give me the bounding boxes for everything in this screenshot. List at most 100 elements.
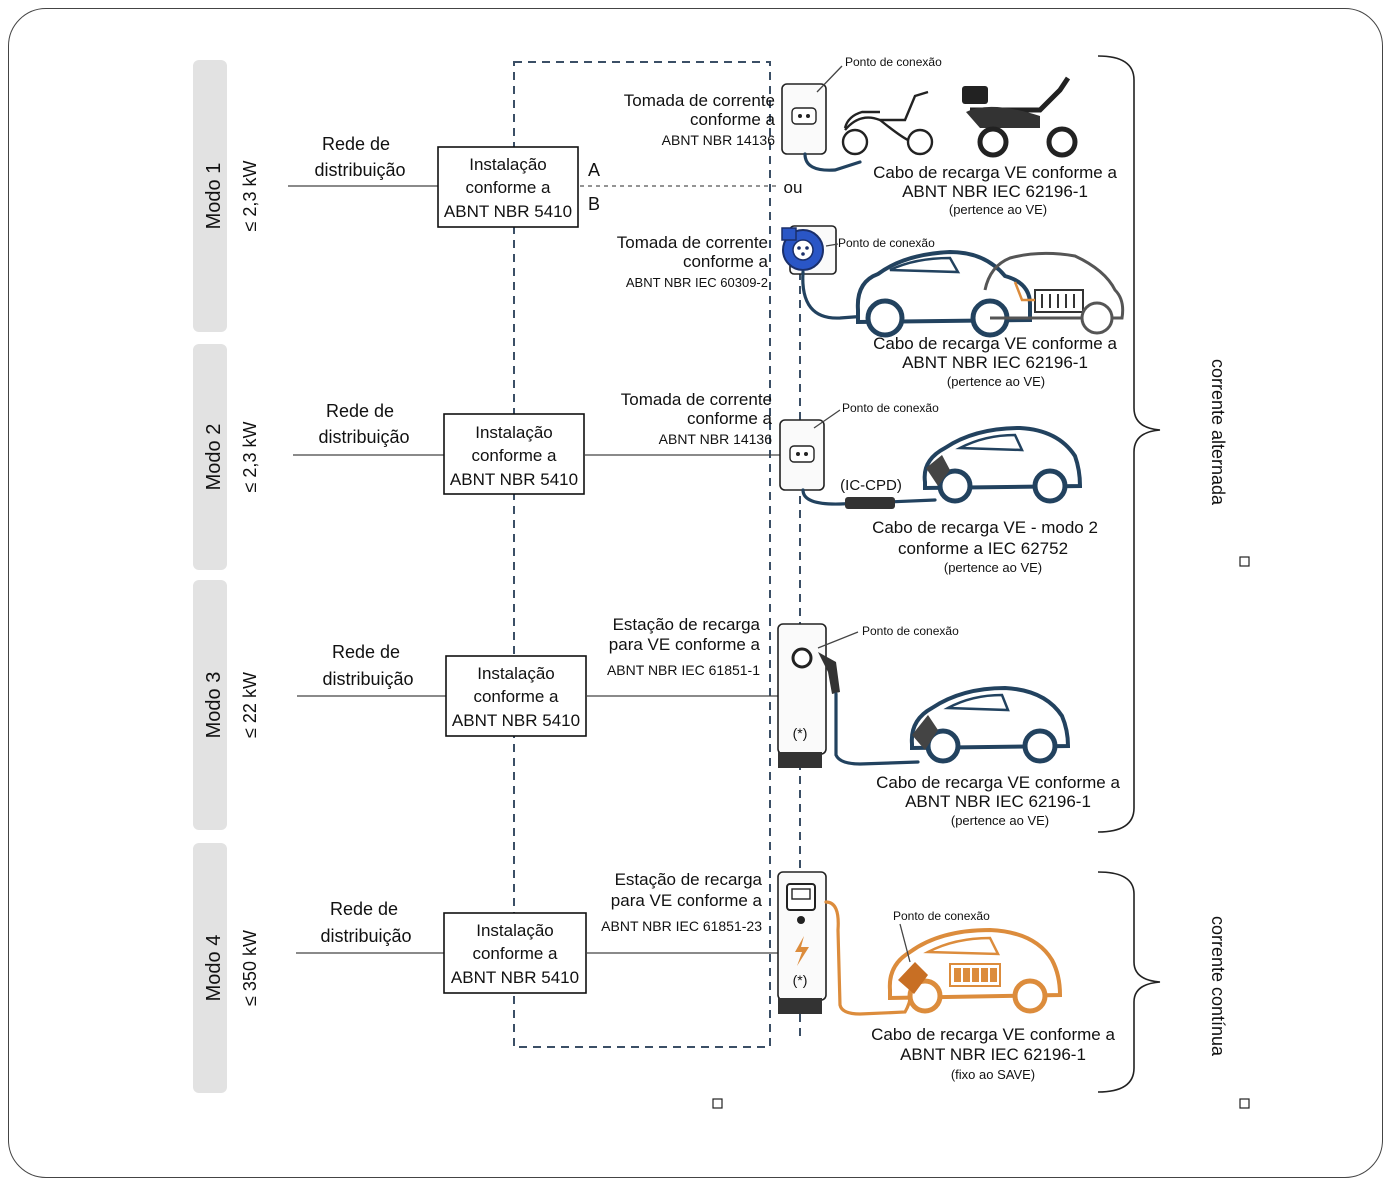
- car-icon: [909, 685, 1071, 764]
- station-4-line1: Estação de recarga: [615, 870, 763, 889]
- mode-1-name: Modo 1: [203, 163, 225, 230]
- installation-3-line3: ABNT NBR 5410: [452, 711, 580, 730]
- installation-1-line2: conforme a: [465, 178, 551, 197]
- car-icon: [855, 249, 1032, 338]
- network-label-3b: distribuição: [322, 669, 413, 689]
- socket-b-line3: ABNT NBR IEC 60309-2: [626, 275, 768, 290]
- mode-3-name: Modo 3: [203, 672, 225, 739]
- mode-1-bar: [193, 60, 227, 332]
- installation-4-line1: Instalação: [476, 921, 554, 940]
- station-3-asterisk: (*): [793, 725, 808, 741]
- dc-brace: [1097, 871, 1161, 1093]
- cable-b: [801, 270, 882, 320]
- car-battery-outline-icon: [983, 251, 1125, 335]
- cable-3: [834, 692, 920, 766]
- cable-2: [801, 488, 937, 506]
- cable-4-line1: Cabo de recarga VE conforme a: [871, 1025, 1115, 1044]
- cable-3-line2: ABNT NBR IEC 62196-1: [905, 792, 1091, 811]
- installation-2-line1: Instalação: [475, 423, 553, 442]
- cable-2-line2: conforme a IEC 62752: [898, 539, 1068, 558]
- installation-1-line1: Instalação: [469, 155, 547, 174]
- ac-brace: [1097, 55, 1161, 833]
- network-label-1b: distribuição: [314, 160, 405, 180]
- label-a: A: [588, 160, 600, 180]
- car-icon: [922, 425, 1083, 504]
- scooter-outline-icon: [841, 90, 934, 156]
- station-4-asterisk: (*): [793, 972, 808, 988]
- mode-4-name: Modo 4: [203, 935, 225, 1002]
- network-label-4b: distribuição: [320, 926, 411, 946]
- socket-2-line1: Tomada de corrente: [621, 390, 772, 409]
- mode-2-name: Modo 2: [203, 424, 225, 491]
- installation-box-2: [443, 413, 585, 495]
- cable-4-line2: ABNT NBR IEC 62196-1: [900, 1045, 1086, 1064]
- marker-square: [1239, 1098, 1250, 1109]
- socket-a-line2: conforme a: [690, 110, 776, 129]
- connection-point-3: Ponto de conexão: [862, 624, 959, 638]
- station-3-line2: para VE conforme a: [609, 635, 761, 654]
- lightning-icon: [795, 936, 809, 966]
- iccpd-box-icon: [845, 497, 895, 509]
- network-label-1a: Rede de: [322, 134, 390, 154]
- station-3-line3: ABNT NBR IEC 61851-1: [607, 662, 760, 678]
- connection-point-4: Ponto de conexão: [893, 909, 990, 923]
- socket-a-line3: ABNT NBR 14136: [662, 132, 776, 148]
- socket-a-line1: Tomada de corrente: [624, 91, 775, 110]
- connection-point-2: Ponto de conexão: [842, 401, 939, 415]
- mode-4-label: Modo 4 ≤ 350 kW: [193, 843, 260, 1093]
- network-label-2a: Rede de: [326, 401, 394, 421]
- installation-box-1: [437, 146, 579, 228]
- socket-2-line3: ABNT NBR 14136: [659, 431, 773, 447]
- marker-square: [712, 1098, 723, 1109]
- mode-1-row: Rede de distribuição Instalação conforme…: [288, 55, 1125, 389]
- cable-b-line1: Cabo de recarga VE conforme a: [873, 334, 1117, 353]
- station-4-line3: ABNT NBR IEC 61851-23: [601, 918, 762, 934]
- dc-charging-station-icon: [777, 871, 827, 1014]
- cable-2-line1: Cabo de recarga VE - modo 2: [872, 518, 1098, 537]
- car-battery-icon: [887, 927, 1063, 1014]
- mode-2-power: ≤ 2,3 kW: [240, 422, 260, 493]
- installation-3-line2: conforme a: [473, 687, 559, 706]
- mode-2-bar: [193, 344, 227, 570]
- mode-4-row: Rede de distribuição Instalação conforme…: [296, 870, 1115, 1082]
- mode-1-power: ≤ 2,3 kW: [240, 161, 260, 232]
- or-label: ou: [784, 178, 803, 197]
- socket-b-line1: Tomada de corrente: [617, 233, 768, 252]
- cable-3-line3: (pertence ao VE): [951, 813, 1049, 828]
- charging-station-3-icon: [777, 623, 840, 768]
- cable-4-line3: (fixo ao SAVE): [951, 1067, 1035, 1082]
- dc-label: corrente contínua: [1208, 916, 1228, 1057]
- network-label-4a: Rede de: [330, 899, 398, 919]
- network-label-3a: Rede de: [332, 642, 400, 662]
- mode-2-row: Rede de distribuição Instalação conforme…: [293, 390, 1098, 575]
- mode-4-bar: [193, 843, 227, 1093]
- installation-box-4: [443, 912, 587, 994]
- socket-2-line2: conforme a: [687, 409, 773, 428]
- installation-boundary: [513, 61, 771, 1048]
- installation-4-line3: ABNT NBR 5410: [451, 968, 579, 987]
- installation-2-line3: ABNT NBR 5410: [450, 470, 578, 489]
- marker-square: [1239, 556, 1250, 567]
- label-b: B: [588, 194, 600, 214]
- network-label-2b: distribuição: [318, 427, 409, 447]
- cable-b-line3: (pertence ao VE): [947, 374, 1045, 389]
- cable-b-line2: ABNT NBR IEC 62196-1: [902, 353, 1088, 372]
- cable-a: [803, 152, 862, 172]
- mode-2-label: Modo 2 ≤ 2,3 kW: [193, 344, 260, 570]
- cable-a-line1: Cabo de recarga VE conforme a: [873, 163, 1117, 182]
- connection-point-1b: Ponto de conexão: [838, 236, 935, 250]
- scooter-icon: [962, 76, 1078, 158]
- installation-1-line3: ABNT NBR 5410: [444, 202, 572, 221]
- mode-3-label: Modo 3 ≤ 22 kW: [193, 580, 260, 830]
- socket-b-line2: conforme a: [683, 252, 769, 271]
- installation-box-3: [445, 655, 587, 737]
- installation-3-line1: Instalação: [477, 664, 555, 683]
- installation-2-line2: conforme a: [471, 446, 557, 465]
- industrial-socket-icon: [781, 227, 824, 271]
- mode-3-power: ≤ 22 kW: [240, 672, 260, 738]
- mode-3-row: Rede de distribuição Instalação conforme…: [297, 615, 1120, 828]
- mode-1-label: Modo 1 ≤ 2,3 kW: [193, 60, 260, 332]
- iccpd-label: (IC-CPD): [840, 477, 902, 494]
- station-3-line1: Estação de recarga: [613, 615, 761, 634]
